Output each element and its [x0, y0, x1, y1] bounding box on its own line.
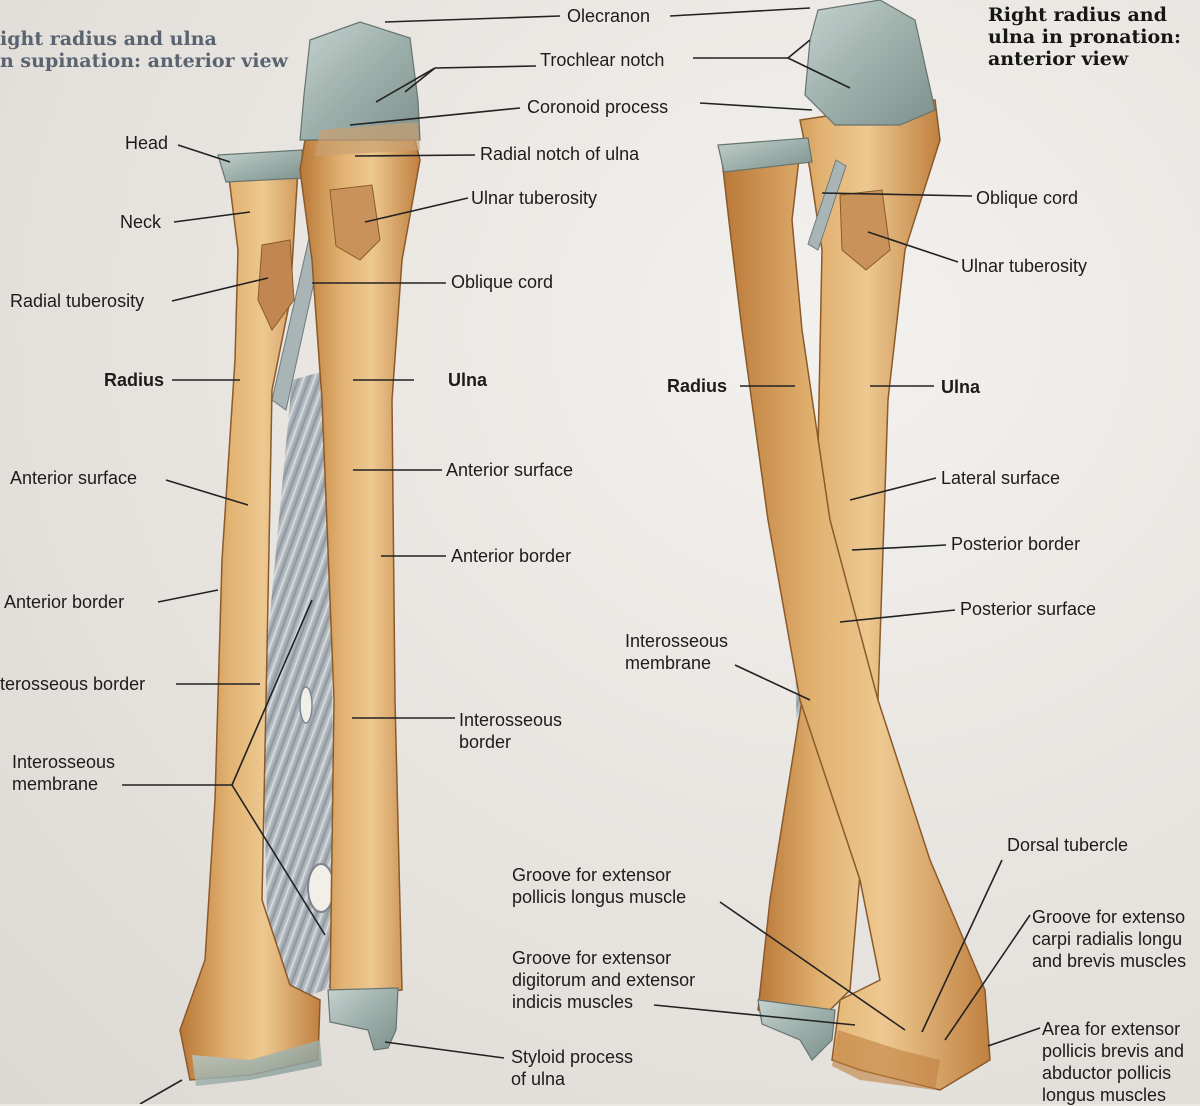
label-area-epb-1: Area for extensor	[1042, 1019, 1181, 1039]
label-groove-epl: Groove for extensor pollicis longus musc…	[512, 864, 686, 908]
left-radial-head	[217, 149, 305, 183]
right-title-line-2: ulna in pronation:	[988, 26, 1182, 48]
label-interosseous-membrane-right-2: membrane	[625, 653, 712, 673]
label-head: Head	[125, 133, 169, 153]
label-neck: Neck	[120, 212, 162, 232]
left-title: ight radius and ulna n supination: anter…	[0, 28, 288, 72]
right-figure	[717, 0, 991, 1091]
leader-lines	[122, 7, 1041, 1104]
label-lateral-surface: Lateral surface	[941, 468, 1061, 488]
label-trochlear-notch: Trochlear notch	[540, 50, 665, 70]
label-ulna-right: Ulna	[941, 377, 981, 397]
right-title-line-1: Right radius and	[988, 4, 1167, 26]
label-styloid-process-1: Styloid process	[511, 1047, 634, 1067]
label-styloid-process: Styloid process of ulna	[511, 1046, 633, 1090]
label-groove-ecr-2: carpi radialis longu	[1032, 929, 1183, 949]
label-interosseous-membrane-left: Interosseous membrane	[12, 751, 115, 795]
label-area-epb-2: pollicis brevis and	[1042, 1041, 1185, 1061]
label-interosseous-border-left: terosseous border	[0, 674, 146, 694]
label-groove-edi: Groove for extensor digitorum and extens…	[512, 947, 695, 1013]
label-anterior-surface-center: Anterior surface	[446, 460, 574, 480]
label-anterior-border-left: Anterior border	[4, 592, 125, 612]
label-coronoid-process: Coronoid process	[527, 97, 669, 117]
label-posterior-surface: Posterior surface	[960, 599, 1097, 619]
label-groove-edi-3: indicis muscles	[512, 992, 634, 1012]
left-title-line-2: n supination: anterior view	[0, 50, 288, 72]
left-membrane-opening	[307, 863, 335, 913]
label-anterior-border-center: Anterior border	[451, 546, 572, 566]
label-area-epb: Area for extensor pollicis brevis and ab…	[1042, 1018, 1184, 1106]
label-groove-edi-1: Groove for extensor	[512, 948, 672, 968]
left-ulna	[299, 139, 421, 996]
label-oblique-cord-left: Oblique cord	[451, 272, 554, 292]
label-dorsal-tubercle: Dorsal tubercle	[1007, 835, 1129, 855]
label-groove-ecr: Groove for extenso carpi radialis longu …	[1032, 906, 1186, 972]
label-groove-epl-2: pollicis longus muscle	[512, 887, 687, 907]
label-groove-edi-2: digitorum and extensor	[512, 970, 696, 990]
left-figure	[179, 21, 421, 1086]
label-area-epb-4: longus muscles	[1042, 1085, 1167, 1105]
label-anterior-surface-left: Anterior surface	[10, 468, 138, 488]
right-ulna-styloid	[757, 999, 836, 1061]
label-interosseous-border-center: Interosseous border	[459, 709, 562, 753]
label-groove-epl-1: Groove for extensor	[512, 865, 672, 885]
label-groove-ecr-1: Groove for extenso	[1032, 907, 1186, 927]
label-interosseous-border-center-2: border	[459, 732, 512, 752]
right-title: Right radius and ulna in pronation: ante…	[988, 4, 1181, 70]
label-radius-left: Radius	[104, 370, 165, 390]
label-interosseous-membrane-right-1: Interosseous	[625, 631, 729, 651]
left-interosseous-membrane	[262, 370, 336, 1000]
label-groove-ecr-3: and brevis muscles	[1032, 951, 1187, 971]
left-olecranon	[299, 21, 421, 141]
label-radius-right: Radius	[667, 376, 728, 396]
label-ulna-left: Ulna	[448, 370, 488, 390]
left-ulna-styloid	[327, 987, 399, 1051]
label-interosseous-membrane-left-1: Interosseous	[12, 752, 116, 772]
label-oblique-cord-right: Oblique cord	[976, 188, 1079, 208]
label-area-epb-3: abductor pollicis	[1042, 1063, 1172, 1083]
right-radial-head	[717, 137, 813, 173]
label-ulnar-tuberosity-right: Ulnar tuberosity	[961, 256, 1088, 276]
label-interosseous-border-center-1: Interosseous	[459, 710, 563, 730]
label-posterior-border: Posterior border	[951, 534, 1081, 554]
label-radial-tuberosity: Radial tuberosity	[10, 291, 145, 311]
label-styloid-process-2: of ulna	[511, 1069, 566, 1089]
label-olecranon: Olecranon	[567, 6, 651, 26]
label-radial-notch: Radial notch of ulna	[480, 144, 640, 164]
label-ulnar-tuberosity-left: Ulnar tuberosity	[471, 188, 598, 208]
right-olecranon	[804, 0, 936, 126]
label-interosseous-membrane-right: Interosseous membrane	[625, 630, 728, 674]
left-title-line-1: ight radius and ulna	[0, 28, 217, 50]
right-title-line-3: anterior view	[988, 48, 1129, 70]
label-interosseous-membrane-left-2: membrane	[12, 774, 99, 794]
